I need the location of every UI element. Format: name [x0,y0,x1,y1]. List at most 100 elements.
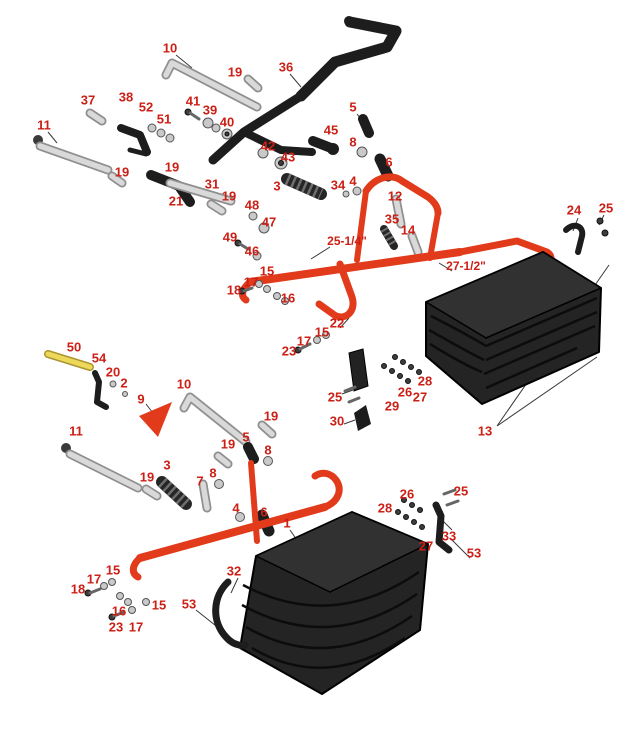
callout-50: 50 [66,339,82,355]
upper-left-rod-11 [33,135,127,188]
callout-21: 21 [168,193,184,209]
callout-31: 31 [204,176,220,192]
basket-hook-32 [212,578,249,649]
callout-26: 26 [397,384,413,400]
callout-3: 3 [163,457,171,473]
dimension-label: 25-1/4" [327,234,367,248]
spring-3-lower [156,476,192,510]
callout-19: 19 [263,408,279,424]
callout-5: 5 [242,429,250,445]
callout-7: 7 [196,473,204,489]
callout-1: 1 [283,515,291,531]
callout-33: 33 [441,528,457,544]
callout-28: 28 [377,500,393,516]
callout-41: 41 [185,93,201,109]
spacer-37 [85,108,107,126]
callout-53: 53 [181,596,197,612]
washers-39 [202,117,221,133]
callout-32: 32 [226,563,242,579]
callout-30: 30 [329,413,345,429]
washers-42-43 [257,147,288,170]
callout-28: 28 [417,373,433,389]
callout-19: 19 [114,164,130,180]
grass-basket-upper [425,251,602,405]
bracket-30 [354,405,371,431]
callout-36: 36 [278,59,294,75]
callout-22: 22 [329,315,345,331]
callout-51: 51 [156,111,172,127]
callout-19: 19 [227,64,243,80]
hardware-20-2 [109,380,128,397]
latch-hardware-upper [342,114,423,257]
callout-19: 19 [220,436,236,452]
callout-39: 39 [202,102,218,118]
callout-17: 17 [243,274,259,290]
lower-left-rod-11 [61,443,162,501]
callout-27: 27 [418,538,434,554]
callout-19: 19 [139,469,155,485]
callout-49: 49 [222,229,238,245]
callout-37: 37 [80,92,96,108]
callout-46: 46 [244,243,260,259]
callout-20: 20 [105,364,121,380]
latch-bracket-cluster-upper [343,348,422,431]
callout-17: 17 [128,619,144,635]
upper-rod-bushing-19 [243,74,263,93]
nut-40 [221,128,233,140]
washer-stack-51-52 [147,123,175,143]
mount-bracket-38 [117,124,151,157]
callout-15: 15 [259,263,275,279]
callout-15: 15 [105,562,121,578]
spring-3-upper [281,173,327,200]
rod-31 [165,178,236,216]
callout-18: 18 [226,282,242,298]
bolt-41 [184,108,201,121]
callout-10: 10 [176,376,192,392]
upper-lift-rod [161,58,262,112]
callout-45: 45 [323,122,339,138]
callout-6: 6 [385,154,393,170]
pivot-elbow-45 [308,136,339,155]
callout-19: 19 [164,159,180,175]
callout-48: 48 [244,197,260,213]
callout-3: 3 [273,178,281,194]
callout-18: 18 [70,581,86,597]
callout-5: 5 [349,99,357,115]
callout-29: 29 [384,398,400,414]
hardware-46-49 [234,211,270,261]
callout-9: 9 [137,391,145,407]
callout-17: 17 [86,571,102,587]
callout-25: 25 [327,389,343,405]
callout-6: 6 [260,504,268,520]
callout-14: 14 [400,222,416,238]
callout-24: 24 [566,202,582,218]
callout-11: 11 [37,117,51,133]
callout-34: 34 [330,177,346,193]
callout-47: 47 [261,214,277,230]
callout-2: 2 [120,375,128,391]
upper-linkage-arms [208,91,316,165]
callout-17: 17 [296,333,312,349]
dimension-label: 27-1/2" [446,259,486,273]
callout-43: 43 [280,149,296,165]
callout-38: 38 [118,89,134,105]
upper-assembly [33,16,609,431]
callout-4: 4 [349,173,357,189]
bracket-54 [92,370,109,410]
callout-8: 8 [209,465,217,481]
callout-11: 11 [69,423,83,439]
lower-carrier-frame [129,460,343,581]
callout-15: 15 [314,324,330,340]
callout-19: 19 [221,188,237,204]
callout-16: 16 [111,603,127,619]
lower-lift-rod [179,392,251,447]
yellow-rod-50 [44,350,94,371]
lower-rod-bushings-19 [213,420,277,469]
upper-handle-bar [295,16,402,102]
callout-8: 8 [349,134,357,150]
callout-8: 8 [264,442,272,458]
callout-53: 53 [466,545,482,561]
callout-4: 4 [232,500,240,516]
